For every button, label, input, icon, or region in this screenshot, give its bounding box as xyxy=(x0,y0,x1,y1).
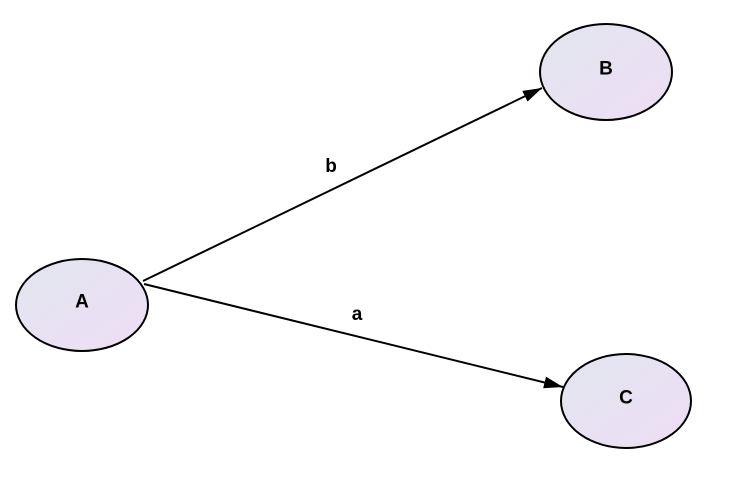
edge-label: b xyxy=(325,156,337,177)
edge-label: a xyxy=(352,304,363,325)
edges-layer: ba xyxy=(142,87,564,389)
node-A[interactable]: A xyxy=(15,258,149,352)
node-shape[interactable] xyxy=(539,23,673,121)
node-shape[interactable] xyxy=(560,353,692,449)
node-shape[interactable] xyxy=(15,258,149,352)
node-B[interactable]: B xyxy=(539,23,673,121)
node-label: A xyxy=(75,292,89,313)
edge-line[interactable] xyxy=(142,87,543,282)
node-C[interactable]: C xyxy=(560,353,692,449)
node-label: B xyxy=(599,59,613,80)
edge-line[interactable] xyxy=(143,283,564,389)
edge-A-B[interactable]: b xyxy=(142,87,543,282)
edge-A-C[interactable]: a xyxy=(143,283,564,389)
nodes-layer: A B C xyxy=(15,23,692,449)
node-label: C xyxy=(619,388,633,409)
